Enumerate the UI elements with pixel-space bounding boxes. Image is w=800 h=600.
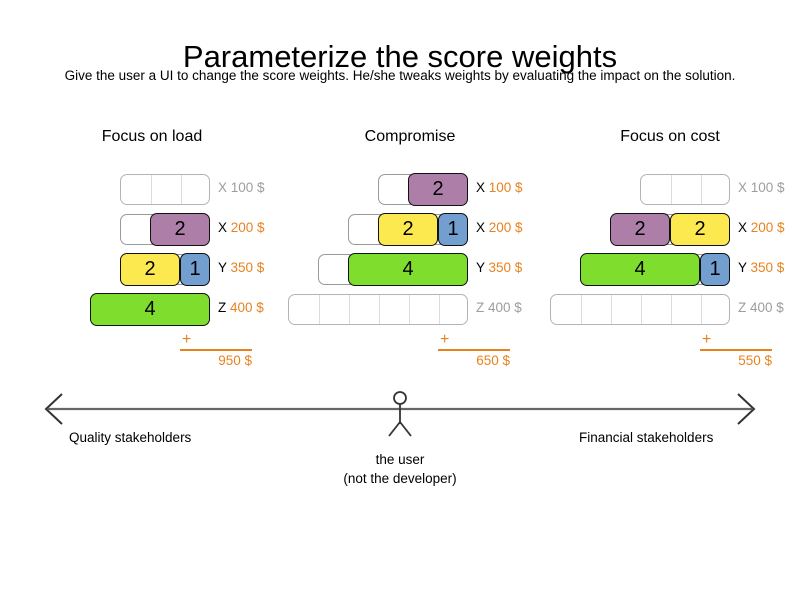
row-key: X xyxy=(738,180,748,195)
row-label: Y 350 $ xyxy=(218,260,264,275)
row-amount: 200 $ xyxy=(230,220,265,235)
total-value: 950 $ xyxy=(218,353,252,368)
scenario-total: +950 $ xyxy=(180,331,252,368)
page-title: Parameterize the score weights xyxy=(182,38,618,74)
scenario-title: Focus on load xyxy=(101,128,203,145)
row-label: Y 350 $ xyxy=(738,260,784,275)
track-segment-divider xyxy=(379,295,380,324)
row-key: Y xyxy=(738,260,747,275)
track-segment-divider xyxy=(701,175,702,204)
weight-block[interactable]: 2 xyxy=(378,213,438,246)
row-amount: 200 $ xyxy=(488,220,523,235)
axis-label-financial: Financial stakeholders xyxy=(579,430,714,445)
row-key: Z xyxy=(738,300,747,315)
row-label: X 100 $ xyxy=(476,180,523,195)
weight-track[interactable] xyxy=(120,174,210,205)
weight-block[interactable]: 2 xyxy=(150,213,210,246)
total-plus-sign: + xyxy=(182,331,192,348)
row-label: Z 400 $ xyxy=(218,300,264,315)
row-key: X xyxy=(476,220,486,235)
stick-figure-leg-left xyxy=(388,421,401,437)
track-segment-divider xyxy=(611,295,612,324)
weight-block[interactable]: 2 xyxy=(610,213,670,246)
scenario-total: +650 $ xyxy=(438,331,510,368)
row-label: X 100 $ xyxy=(738,180,785,195)
total-plus-sign: + xyxy=(440,331,450,348)
total-value: 550 $ xyxy=(738,353,772,368)
track-segment-divider xyxy=(409,295,410,324)
track-segment-divider xyxy=(349,295,350,324)
user-caption-line2: (not the developer) xyxy=(343,471,457,486)
user-caption-line1: the user xyxy=(375,452,425,467)
axis-arrow-left xyxy=(44,393,63,425)
total-value: 650 $ xyxy=(476,353,510,368)
row-label: X 200 $ xyxy=(476,220,523,235)
row-amount: 100 $ xyxy=(488,180,523,195)
weight-block[interactable]: 2 xyxy=(120,253,180,286)
user-caption: the user (not the developer) xyxy=(0,450,800,488)
row-key: Z xyxy=(218,300,227,315)
weight-block[interactable]: 2 xyxy=(408,173,468,206)
row-amount: 350 $ xyxy=(230,260,265,275)
row-label: X 200 $ xyxy=(218,220,265,235)
axis-label-quality: Quality stakeholders xyxy=(69,430,192,445)
row-amount: 400 $ xyxy=(750,300,784,315)
row-amount: 350 $ xyxy=(488,260,523,275)
scenario-title: Focus on cost xyxy=(620,128,720,145)
row-amount: 100 $ xyxy=(230,180,265,195)
weight-track[interactable] xyxy=(640,174,730,205)
weight-block[interactable]: 1 xyxy=(438,213,468,246)
total-rule xyxy=(180,349,252,351)
track-segment-divider xyxy=(641,295,642,324)
track-segment-divider xyxy=(151,175,152,204)
row-amount: 100 $ xyxy=(750,180,785,195)
track-segment-divider xyxy=(581,295,582,324)
row-amount: 400 $ xyxy=(230,300,264,315)
weight-block[interactable]: 4 xyxy=(348,253,468,286)
row-label: Y 350 $ xyxy=(476,260,522,275)
total-rule xyxy=(438,349,510,351)
stakeholder-spectrum xyxy=(44,391,756,437)
total-rule xyxy=(700,349,772,351)
track-segment-divider xyxy=(319,295,320,324)
page-subtitle: Give the user a UI to change the score w… xyxy=(64,68,736,83)
axis-arrow-right xyxy=(737,393,756,425)
row-label: X 200 $ xyxy=(738,220,785,235)
weight-block[interactable]: 1 xyxy=(180,253,210,286)
row-key: X xyxy=(218,220,228,235)
stick-figure-head xyxy=(393,391,407,405)
weight-track[interactable] xyxy=(288,294,468,325)
weight-block[interactable]: 4 xyxy=(90,293,210,326)
row-amount: 400 $ xyxy=(488,300,522,315)
row-amount: 350 $ xyxy=(750,260,785,275)
row-label: Z 400 $ xyxy=(738,300,784,315)
track-segment-divider xyxy=(701,295,702,324)
row-key: Y xyxy=(476,260,485,275)
total-plus-sign: + xyxy=(702,331,712,348)
scenario-total: +550 $ xyxy=(700,331,772,368)
row-label: Z 400 $ xyxy=(476,300,522,315)
row-key: X xyxy=(218,180,228,195)
track-segment-divider xyxy=(671,295,672,324)
row-amount: 200 $ xyxy=(750,220,785,235)
weight-track[interactable] xyxy=(550,294,730,325)
track-segment-divider xyxy=(181,175,182,204)
row-key: X xyxy=(476,180,486,195)
row-key: X xyxy=(738,220,748,235)
stick-figure-leg-right xyxy=(399,421,412,437)
weight-block[interactable]: 2 xyxy=(670,213,730,246)
track-segment-divider xyxy=(439,295,440,324)
row-key: Z xyxy=(476,300,485,315)
weight-block[interactable]: 4 xyxy=(580,253,700,286)
row-key: Y xyxy=(218,260,227,275)
track-segment-divider xyxy=(671,175,672,204)
row-label: X 100 $ xyxy=(218,180,265,195)
weight-block[interactable]: 1 xyxy=(700,253,730,286)
scenario-title: Compromise xyxy=(364,128,456,145)
